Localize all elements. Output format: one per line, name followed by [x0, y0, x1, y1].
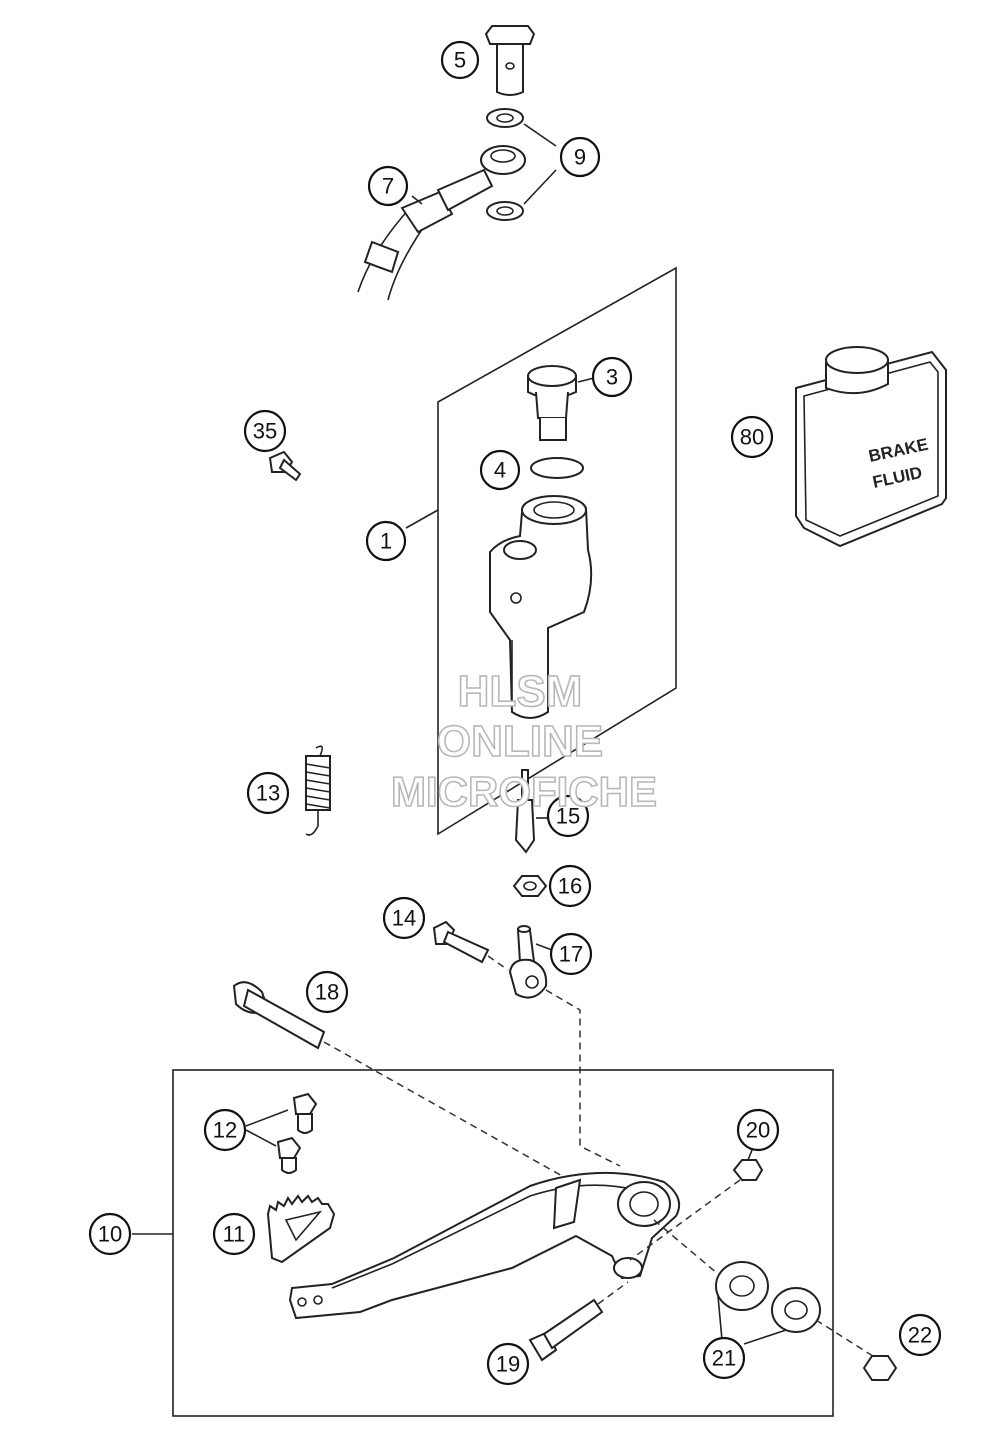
watermark-line-1: HLSM [458, 667, 583, 716]
callout-35: 35 [243, 409, 287, 453]
callout-22: 22 [898, 1313, 942, 1357]
svg-text:3: 3 [606, 365, 618, 390]
screw-12-upper [292, 1092, 318, 1134]
svg-text:10: 10 [98, 1222, 122, 1247]
reservoir-cap [527, 365, 577, 441]
svg-text:13: 13 [256, 781, 280, 806]
callout-9: 9 [559, 136, 601, 178]
brake-pedal [288, 1171, 680, 1320]
pivot-bolt-14 [432, 920, 490, 964]
bearing-21-b [771, 1287, 821, 1333]
callout-80: 80 [730, 415, 774, 459]
callout-3: 3 [591, 356, 633, 398]
callout-5: 5 [440, 40, 480, 80]
bolt-19 [528, 1298, 604, 1362]
svg-text:9: 9 [574, 145, 586, 170]
flange-nut-22 [862, 1355, 898, 1381]
o-ring [530, 457, 584, 479]
callout-4: 4 [479, 449, 521, 491]
svg-text:16: 16 [558, 874, 582, 899]
callout-15: 15 [546, 794, 590, 838]
watermark-line-3: MICROFICHE [391, 768, 657, 815]
svg-text:4: 4 [494, 458, 506, 483]
fork-head [508, 925, 548, 999]
master-cylinder-body [489, 495, 593, 719]
callout-20: 20 [736, 1108, 780, 1152]
flange-nut-20 [732, 1159, 764, 1181]
svg-text:11: 11 [223, 1222, 246, 1247]
brake-hose [357, 145, 526, 301]
callout-16: 16 [548, 864, 592, 908]
svg-text:14: 14 [392, 906, 416, 931]
bearing-21-a [715, 1261, 769, 1311]
svg-text:12: 12 [213, 1118, 237, 1143]
svg-text:17: 17 [559, 942, 583, 967]
svg-text:7: 7 [382, 174, 394, 199]
callout-7: 7 [367, 165, 409, 207]
callout-21: 21 [702, 1336, 746, 1380]
long-bolt-18 [232, 981, 326, 1050]
svg-text:1: 1 [380, 529, 392, 554]
screw-12-lower [276, 1136, 302, 1174]
hex-nut [512, 875, 548, 897]
screw-35 [268, 450, 302, 482]
callout-13: 13 [246, 771, 290, 815]
svg-text:20: 20 [746, 1118, 770, 1143]
callout-19: 19 [486, 1342, 530, 1386]
svg-text:15: 15 [556, 804, 580, 829]
svg-text:18: 18 [315, 980, 339, 1005]
callout-17: 17 [549, 932, 593, 976]
brake-pedal-assembly-frame [172, 1069, 834, 1417]
push-rod [514, 769, 536, 854]
svg-text:21: 21 [712, 1346, 736, 1371]
banjo-bolt [484, 25, 536, 96]
svg-text:19: 19 [496, 1352, 520, 1377]
svg-text:80: 80 [740, 425, 764, 450]
callout-10: 10 [88, 1212, 132, 1256]
svg-text:22: 22 [908, 1323, 932, 1348]
callout-18: 18 [305, 970, 349, 1014]
return-spring [305, 745, 331, 836]
watermark-line-2: ONLINE [437, 717, 603, 766]
callout-12: 12 [203, 1108, 247, 1152]
callout-14: 14 [382, 896, 426, 940]
master-cylinder-group-frame [437, 266, 677, 836]
sealing-washer-upper [486, 108, 524, 128]
sealing-washer-lower [486, 201, 524, 221]
callout-1: 1 [365, 520, 407, 562]
brake-fluid-bottle: BRAKE FLUID [795, 346, 947, 548]
svg-text:35: 35 [253, 419, 277, 444]
svg-text:5: 5 [454, 48, 466, 73]
serrated-step [266, 1194, 336, 1264]
callout-11: 11 [212, 1212, 256, 1256]
